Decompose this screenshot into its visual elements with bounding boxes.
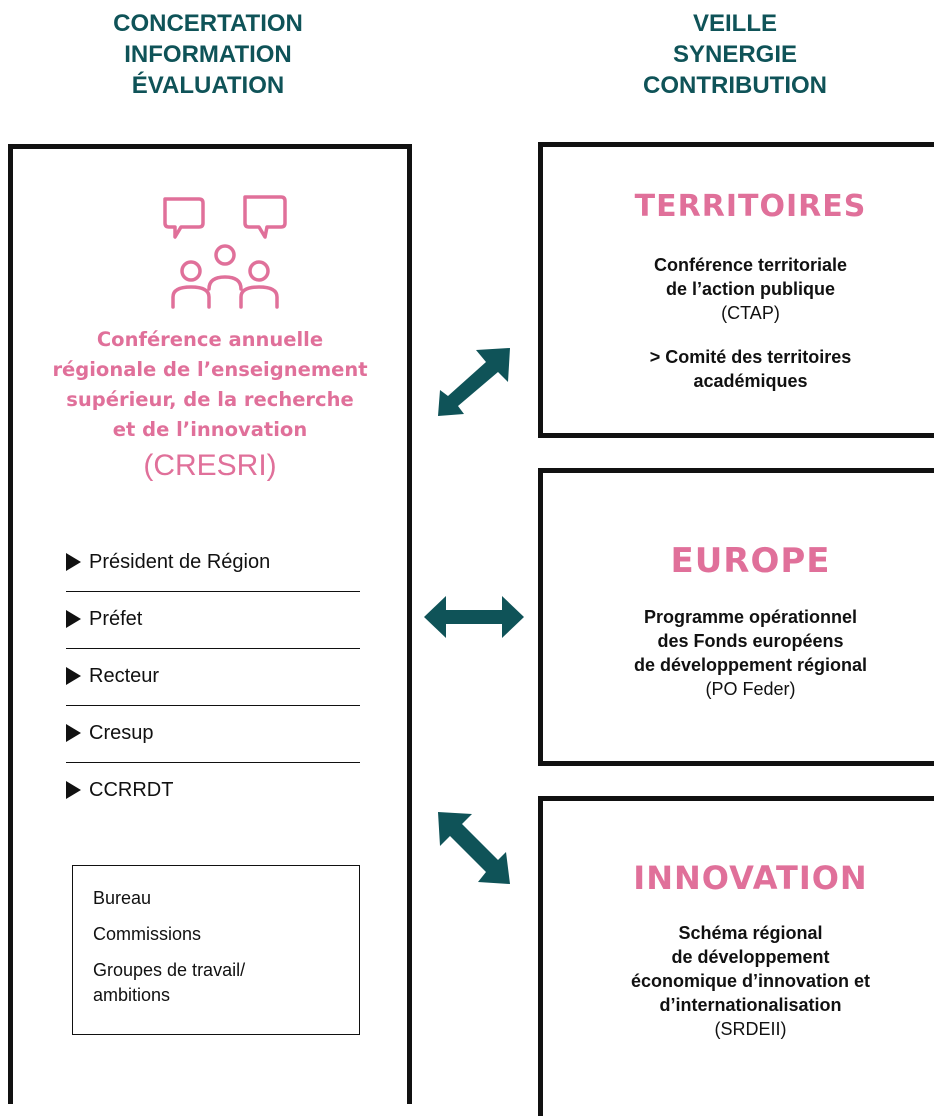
- europe-box: EUROPE Programme opérationnel des Fonds …: [538, 468, 934, 766]
- triangle-bullet-icon: [66, 553, 81, 571]
- europe-title: EUROPE: [670, 541, 831, 581]
- governance-bodies-box: Bureau Commissions Groupes de travail/ a…: [72, 865, 360, 1035]
- europe-abbr: (PO Feder): [705, 679, 796, 699]
- innovation-line: Schéma régional: [678, 923, 823, 943]
- territoires-body: Conférence territoriale de l’action publ…: [543, 253, 934, 393]
- cresri-abbreviation: (CRESRI): [143, 449, 277, 482]
- header-line: ÉVALUATION: [131, 72, 285, 99]
- europe-line: de développement régional: [633, 655, 868, 675]
- member-item: CCRRDT: [66, 763, 360, 820]
- innovation-title: INNOVATION: [633, 859, 868, 897]
- territoires-line: de l’action publique: [665, 279, 835, 299]
- member-label: Cresup: [89, 722, 154, 744]
- cresri-title-line: régionale de l’enseignement: [52, 358, 368, 381]
- header-line: CONCERTATION: [113, 10, 303, 37]
- triangle-bullet-icon: [66, 610, 81, 628]
- europe-body: Programme opérationnel des Fonds europée…: [543, 605, 934, 701]
- member-item: Président de Région: [66, 535, 360, 592]
- horizontal-double-arrow-icon: [424, 596, 524, 638]
- member-item: Recteur: [66, 649, 360, 706]
- europe-line: des Fonds européens: [657, 631, 844, 651]
- header-line: INFORMATION: [124, 41, 292, 68]
- territoires-title: TERRITOIRES: [634, 189, 867, 224]
- left-column-header: CONCERTATION INFORMATION ÉVALUATION: [58, 8, 358, 101]
- innovation-box: INNOVATION Schéma régional de développem…: [538, 796, 934, 1116]
- member-item: Cresup: [66, 706, 360, 763]
- innovation-line: d’internationalisation: [659, 995, 842, 1015]
- body-item: Bureau: [93, 888, 152, 908]
- header-line: CONTRIBUTION: [643, 72, 827, 99]
- innovation-abbr: (SRDEII): [714, 1019, 787, 1039]
- territoires-abbr: (CTAP): [721, 303, 780, 323]
- triangle-bullet-icon: [66, 667, 81, 685]
- header-line: SYNERGIE: [672, 41, 798, 68]
- body-item: ambitions: [93, 985, 171, 1005]
- territoires-box: TERRITOIRES Conférence territoriale de l…: [538, 142, 934, 438]
- discussion-people-icon: [163, 195, 287, 309]
- member-label: CCRRDT: [89, 779, 174, 801]
- cresri-box: Conférence annuelle régionale de l’ensei…: [8, 144, 412, 1104]
- triangle-bullet-icon: [66, 781, 81, 799]
- header-line: VEILLE: [692, 10, 777, 37]
- triangle-bullet-icon: [66, 724, 81, 742]
- member-label: Préfet: [89, 608, 143, 630]
- innovation-line: de développement: [671, 947, 830, 967]
- diagonal-arrow-down-right-icon: [438, 812, 510, 884]
- innovation-body: Schéma régional de développement économi…: [543, 921, 934, 1041]
- territoires-line: Conférence territoriale: [653, 255, 848, 275]
- body-item: Commissions: [93, 924, 202, 944]
- innovation-line: économique d’innovation et: [630, 971, 870, 991]
- member-item: Préfet: [66, 592, 360, 649]
- body-item: Groupes de travail/: [93, 960, 246, 980]
- territoires-sub-line: académiques: [693, 371, 808, 391]
- member-label: Président de Région: [89, 551, 271, 573]
- cresri-title: Conférence annuelle régionale de l’ensei…: [13, 325, 407, 445]
- territoires-sub-line: > Comité des territoires: [649, 347, 852, 367]
- cresri-title-line: et de l’innovation: [112, 418, 308, 441]
- cresri-title-line: supérieur, de la recherche: [66, 388, 354, 411]
- cresri-title-line: Conférence annuelle: [96, 328, 324, 351]
- member-list: Président de Région Préfet Recteur Cresu…: [66, 535, 360, 820]
- europe-line: Programme opérationnel: [643, 607, 858, 627]
- right-column-header: VEILLE SYNERGIE CONTRIBUTION: [585, 8, 885, 101]
- diagonal-arrow-up-right-icon: [438, 348, 510, 416]
- member-label: Recteur: [89, 665, 160, 687]
